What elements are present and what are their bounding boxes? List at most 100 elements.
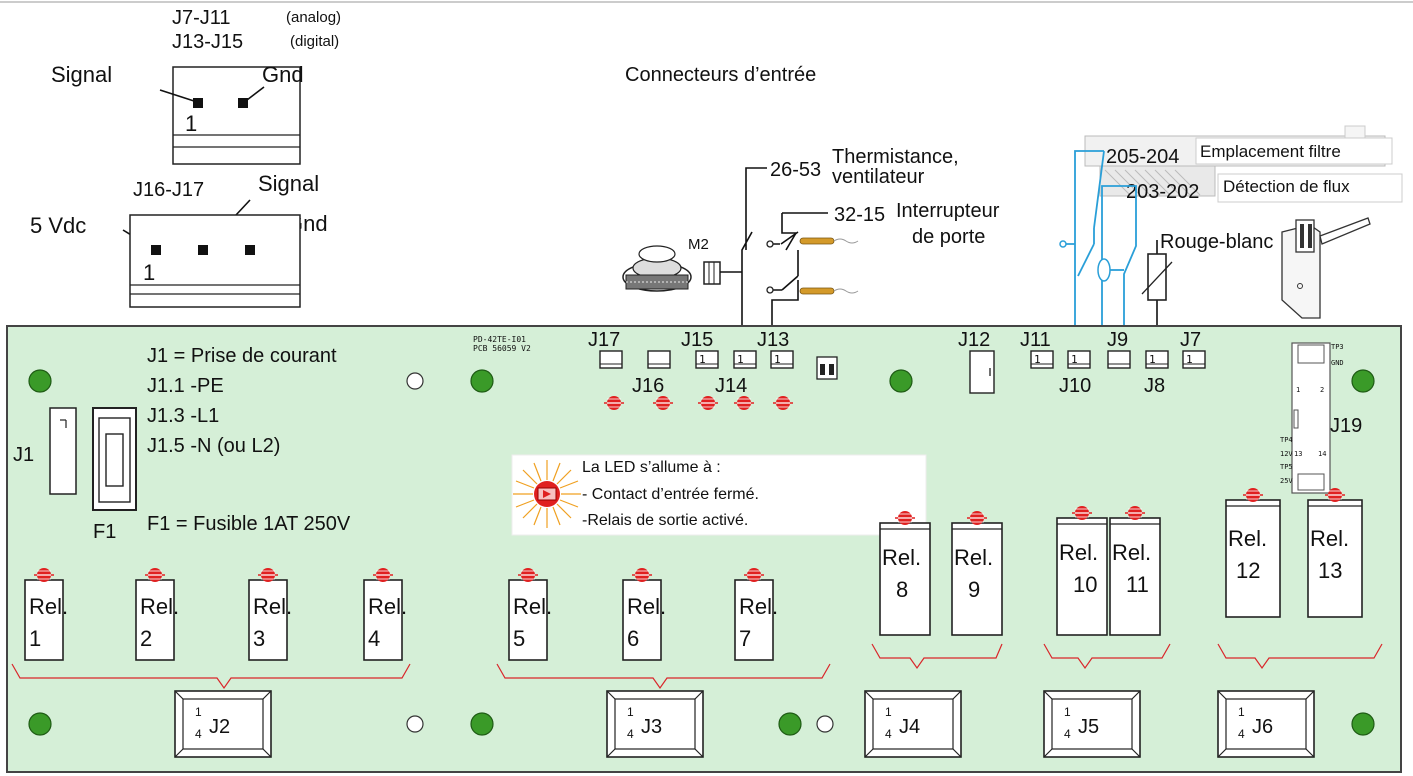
j1-l1: J1.3 -L1 [147,405,219,427]
connector-label-j17: J17 [588,329,620,351]
output-pin-1: 1 [885,705,892,719]
j19-pin-1: 1 [1296,386,1300,394]
relay-number: 12 [1236,558,1260,583]
fuse-f1: F1 [92,407,137,543]
red-white-label: Rouge-blanc [1160,231,1273,253]
relay-word: Rel. [140,594,179,619]
door-probe-2 [799,287,835,295]
mount-hole [778,712,802,736]
relay-3: Rel.3 [248,567,292,661]
connector-label-j16: J16 [632,375,664,397]
relay-brackets [11,643,1383,690]
pin-one: 1 [1186,353,1193,366]
connector-label-j11: J11 [1020,329,1051,351]
j19-tp5: TP5 [1280,463,1293,471]
relay-word: Rel. [513,594,552,619]
flow-sensor-icon [1281,217,1371,319]
thermistor-code: 26-53 [770,159,821,181]
pin-one: 1 [699,353,706,366]
door-probe-1 [799,237,835,245]
relay-number: 4 [368,626,380,651]
legend-vdc-label: 5 Vdc [30,213,86,238]
input-connectors: J17 J15 1 1 J13 1 J16 J14 J12 J11 1 1 J9… [588,329,1206,397]
relay-word: Rel. [1112,540,1151,565]
relay-2: Rel.2 [135,567,179,661]
j19-pin-14: 14 [1318,450,1326,458]
relay-8: Rel. 8 [879,510,931,636]
legend-digital-tag: (digital) [290,33,339,50]
empty-hole [406,372,424,390]
j19-12v: 12V [1280,450,1293,458]
flow-label: Détection de flux [1223,177,1350,196]
pin-one: 1 [1149,353,1156,366]
j19-tp4: TP4 [1280,436,1293,444]
legend-two-pin-body [172,66,301,165]
j19-pin-2: 2 [1320,386,1324,394]
output-connector-label: J6 [1252,716,1273,738]
relay-1: Rel.1 [24,567,68,661]
connector-label-j7: J7 [1180,329,1201,351]
legend-pin-signal-2 [198,245,208,255]
connector-label-j12: J12 [958,329,990,351]
output-connector-label: J5 [1078,716,1099,738]
pin-one: 1 [1071,353,1078,366]
mount-hole [1351,369,1375,393]
legend-pin-gnd [238,98,248,108]
relay-word: Rel. [1310,526,1349,551]
led-burst-icon [513,460,581,528]
relay-word: Rel. [739,594,778,619]
legend-j13-j15-label: J13-J15 [172,31,243,53]
fan-input: M2 26-53 Thermistance, ventilateur [622,146,959,326]
mount-hole [28,712,52,736]
relay-number: 5 [513,626,525,651]
pcb-id-2: PCB 56059 V2 [473,344,531,353]
motor-label: M2 [688,236,709,253]
mounting-holes [28,369,1375,736]
motor-connector [703,261,721,285]
connector-j19: TP3 GND 1 2 TP4 12V 13 14 TP5 25V J19 [1280,342,1362,494]
j1-n: J1.5 -N (ou L2) [147,435,280,457]
f1-label: F1 [93,521,116,543]
connector-label-j14: J14 [715,375,747,397]
door-switch-input: 32-15 Interrupteur de porte [766,200,1000,326]
led-note: La LED s’allume à : - Contact d’entrée f… [511,454,927,536]
relay-word: Rel. [1059,540,1098,565]
relay-number: 13 [1318,558,1342,583]
connector-label-j8: J8 [1144,375,1165,397]
relay-10: Rel. 10 [1056,505,1108,636]
relay-word: Rel. [882,545,921,570]
mount-hole [889,369,913,393]
j19-pin-13: 13 [1294,450,1302,458]
relay-4: Rel. 4 [363,567,407,661]
relay-11: Rel.11 [1109,505,1161,636]
output-pin-4: 4 [885,727,892,741]
legend-pin1-2: 1 [143,260,155,285]
relay-number: 3 [253,626,265,651]
relay-number: 8 [896,577,908,602]
relay-9: Rel.9 [951,510,1003,636]
relay-number: 7 [739,626,751,651]
fuse-label: F1 = Fusible 1AT 250V [147,513,351,535]
output-connector-label: J3 [641,716,662,738]
relay-number: 10 [1073,572,1097,597]
connector-label-j13: J13 [757,329,789,351]
relay-7: Rel. 7 [734,567,778,661]
thermistor-label-1: Thermistance, [832,146,959,168]
relay-number: 1 [29,626,41,651]
diagram-title: Connecteurs d’entrée [625,64,816,86]
output-connector-label: J4 [899,716,920,738]
thermistor-label-2: ventilateur [832,166,925,188]
output-connector-j4: 1 4 J4 [864,690,962,758]
j1-pe: J1.1 -PE [147,375,224,397]
j19-25v: 25V [1280,477,1293,485]
flow-code: 203-202 [1126,181,1199,203]
door-label-1: Interrupteur [896,200,1000,222]
relay-word: Rel. [368,594,407,619]
legend-two-pin: J7-J11 (analog) J13-J15 (digital) 1 Sign… [51,7,341,165]
door-label-2: de porte [912,226,985,248]
pin-one: 1 [737,353,744,366]
empty-hole [816,715,834,733]
